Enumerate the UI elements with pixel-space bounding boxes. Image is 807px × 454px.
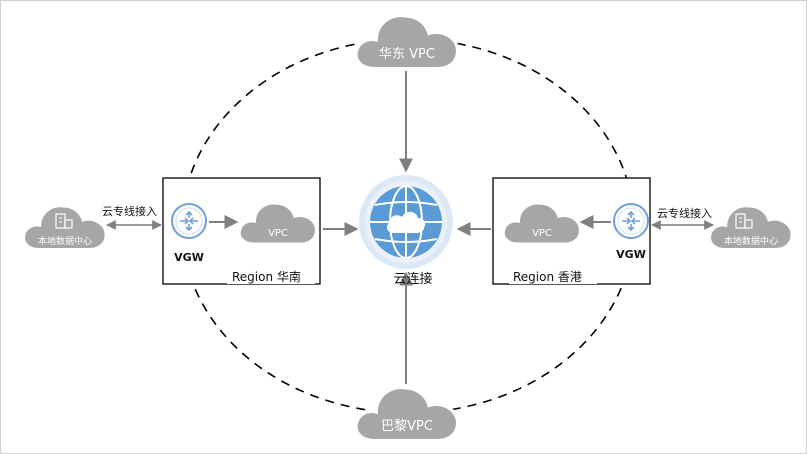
cloud-left-datacenter-label: 本地数据中心: [38, 235, 92, 247]
cloud-left-inner-label: VPC: [268, 228, 288, 239]
building-icon: [55, 213, 73, 229]
cloud-right-inner-vpc: VPC: [503, 202, 581, 245]
cloud-right-inner-label: VPC: [532, 228, 552, 239]
router-icon: [171, 203, 207, 239]
region-label-bg-left: [227, 268, 315, 284]
region-label-left: Region 华南: [232, 269, 301, 284]
direct-connect-label-right: 云专线接入: [657, 206, 712, 220]
cloud-left-inner-vpc: VPC: [239, 202, 317, 245]
cloud-top-vpc: 华东 VPC: [354, 13, 460, 71]
vgw-label-right: VGW: [616, 248, 646, 261]
globe-cloud-icon: [359, 175, 453, 269]
hub-label: 云连接: [393, 271, 432, 287]
direct-connect-label-left: 云专线接入: [102, 204, 157, 218]
region-label-right: Region 香港: [513, 270, 582, 284]
building-icon: [735, 213, 753, 229]
router-icon: [613, 203, 649, 239]
region-label-bg-right: [509, 268, 597, 284]
cloud-right-datacenter-label: 本地数据中心: [724, 235, 778, 247]
cloud-top-label: 华东 VPC: [379, 47, 435, 62]
cloud-bottom-vpc: 巴黎VPC: [354, 385, 460, 443]
cloud-left-datacenter: 本地数据中心: [23, 205, 107, 250]
cloud-right-datacenter: 本地数据中心: [709, 205, 793, 250]
cloud-bottom-label: 巴黎VPC: [381, 419, 433, 434]
vgw-label-left: VGW: [174, 251, 204, 264]
